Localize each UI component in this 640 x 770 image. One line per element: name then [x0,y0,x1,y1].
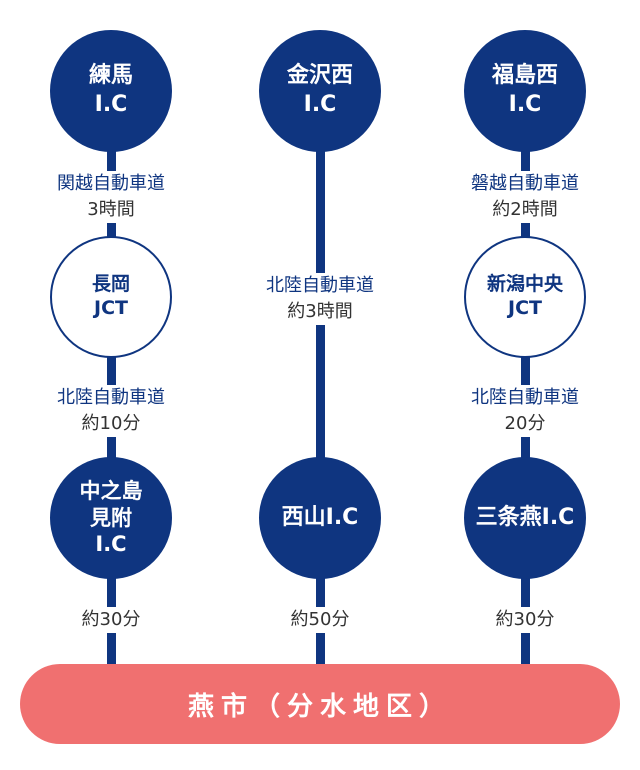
node-nishiyama-ic: 西山I.C [259,457,381,579]
road-name: 関越自動車道 [54,171,168,197]
destination-label: 燕市（分水地区） [187,691,452,722]
node-text: JCT [508,297,542,319]
destination-banner: 燕市（分水地区） [20,664,620,744]
segment-label: 約30分 [435,607,615,633]
node-text: I.C [303,92,337,117]
node-text: 長岡 [91,273,130,296]
road-name: 北陸自動車道 [263,273,377,299]
node-nagaoka-jct: 長岡 JCT [50,236,172,358]
node-text: 新潟中央 [486,273,563,296]
segment-label: 北陸自動車道 約10分 [21,385,201,437]
node-fukushima-nishi-ic: 福島西 I.C [464,30,586,152]
node-nakanoshima-mitsuke-ic: 中之島 見附 I.C [50,457,172,579]
segment-label: 磐越自動車道 約2時間 [435,171,615,223]
node-text: 西山I.C [281,504,359,530]
road-name: 磐越自動車道 [468,171,582,197]
node-text: 中之島 [79,478,143,503]
travel-time: 約2時間 [489,197,561,223]
node-text: 福島西 [491,63,558,89]
node-nerima-ic: 練馬 I.C [50,30,172,152]
node-sanjo-tsubame-ic: 三条燕I.C [464,457,586,579]
node-kanazawa-nishi-ic: 金沢西 I.C [259,30,381,152]
node-text: I.C [94,92,128,117]
travel-time: 約30分 [78,607,144,633]
travel-time: 約3時間 [284,299,356,325]
travel-time: 約50分 [287,607,353,633]
node-text: JCT [94,297,128,319]
road-name: 北陸自動車道 [54,385,168,411]
route-line-2 [316,100,325,670]
node-text: 三条燕I.C [475,504,575,530]
node-text: 見附 [90,505,132,530]
segment-label: 北陸自動車道 20分 [435,385,615,437]
node-text: 練馬 [88,63,133,89]
travel-time: 3時間 [84,197,138,223]
node-text: 金沢西 [286,63,353,89]
travel-time: 約30分 [492,607,558,633]
node-niigata-chuo-jct: 新潟中央 JCT [464,236,586,358]
node-text: I.C [508,92,542,117]
travel-time: 約10分 [78,411,144,437]
travel-time: 20分 [501,411,549,437]
road-name: 北陸自動車道 [468,385,582,411]
node-text: I.C [95,532,127,557]
segment-label: 北陸自動車道 約3時間 [230,273,410,325]
segment-label: 約30分 [21,607,201,633]
segment-label: 関越自動車道 3時間 [21,171,201,223]
segment-label: 約50分 [230,607,410,633]
